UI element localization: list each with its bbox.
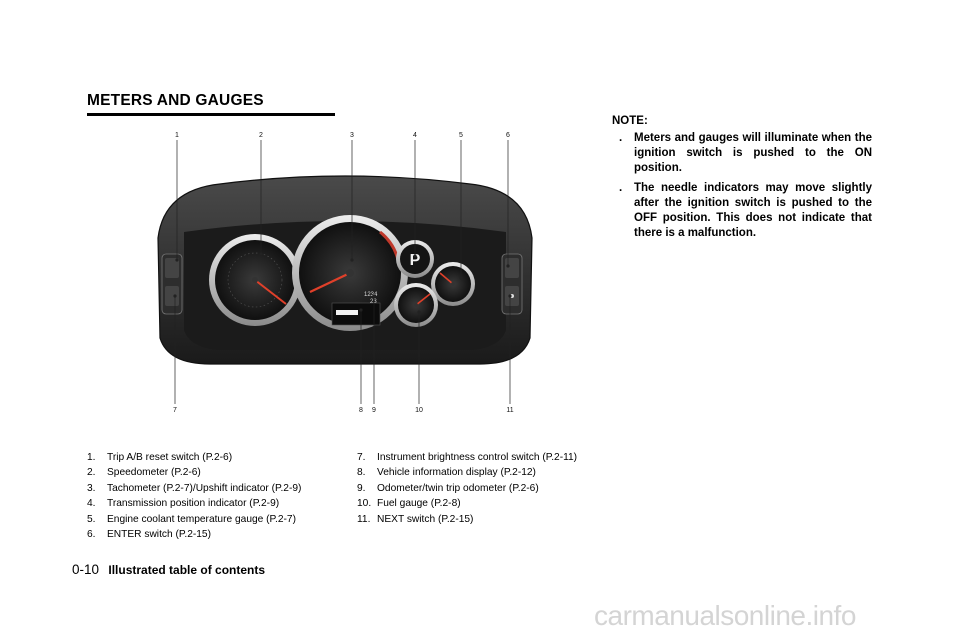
brightness-switch — [165, 286, 179, 306]
watermark: carmanualsonline.info — [594, 600, 856, 631]
instrument-cluster-illustration: 1234 23 P — [157, 132, 533, 414]
callout-3: 3 — [350, 132, 354, 139]
note-box: NOTE: . Meters and gauges will illuminat… — [612, 115, 872, 241]
list-item: 6.ENTER switch (P.2-15) — [87, 529, 211, 541]
list-item: 11.NEXT switch (P.2-15) — [357, 513, 474, 525]
bullet: . — [619, 132, 623, 144]
page-footer: 0-10 Illustrated table of contents — [72, 562, 265, 577]
list-item: 3.Tachometer (P.2-7)/Upshift indicator (… — [87, 482, 302, 494]
component-list-right: 7.Instrument brightness control switch (… — [357, 450, 577, 527]
callout-7: 7 — [173, 407, 177, 414]
callout-1: 1 — [175, 132, 179, 139]
note-title: NOTE: — [612, 115, 648, 127]
transmission-position-indicator: P — [396, 240, 434, 278]
note-item: . The needle indicators may move slightl… — [619, 181, 872, 240]
callout-9: 9 — [372, 407, 376, 414]
list-item: 7.Instrument brightness control switch (… — [357, 452, 578, 463]
fuel-gauge — [394, 283, 438, 327]
list-item: 4.Transmission position indicator (P.2-9… — [87, 498, 280, 510]
callout-dots — [173, 252, 512, 314]
callout-5: 5 — [459, 132, 463, 139]
callout-10: 10 — [415, 407, 423, 414]
note-item: . Meters and gauges will illuminate when… — [619, 132, 872, 175]
list-item: 5.Engine coolant temperature gauge (P.2-… — [87, 513, 296, 525]
trip-reset-switch — [165, 258, 179, 278]
enter-switch — [505, 258, 519, 278]
list-item: 8.Vehicle information display (P.2-12) — [357, 467, 536, 479]
list-item: 2.Speedometer (P.2-6) — [87, 467, 201, 479]
gear-indicator: P — [410, 252, 421, 269]
callout-11: 11 — [506, 407, 513, 414]
callout-6: 6 — [506, 132, 510, 139]
component-list-left: 1.Trip A/B reset switch (P.2-6) 2.Speedo… — [87, 450, 301, 542]
callout-4: 4 — [413, 132, 417, 139]
list-item: 9.Odometer/twin trip odometer (P.2-6) — [357, 482, 539, 494]
callout-lines — [174, 140, 511, 404]
coolant-temperature-gauge — [431, 262, 475, 306]
bullet: . — [619, 181, 623, 194]
section-heading: METERS AND GAUGES — [87, 92, 264, 109]
list-item: 10.Fuel gauge (P.2-8) — [357, 498, 461, 510]
odometer-digits: 1234 — [364, 292, 378, 298]
page-number: 0-10 — [72, 562, 100, 577]
footer-title: Illustrated table of contents — [108, 563, 266, 577]
callout-2: 2 — [259, 132, 263, 139]
callout-8: 8 — [359, 407, 363, 414]
heading-rule — [87, 113, 335, 116]
tachometer: 1234 23 — [292, 215, 408, 331]
speedometer — [209, 234, 301, 326]
list-item: 1.Trip A/B reset switch (P.2-6) — [87, 452, 233, 463]
